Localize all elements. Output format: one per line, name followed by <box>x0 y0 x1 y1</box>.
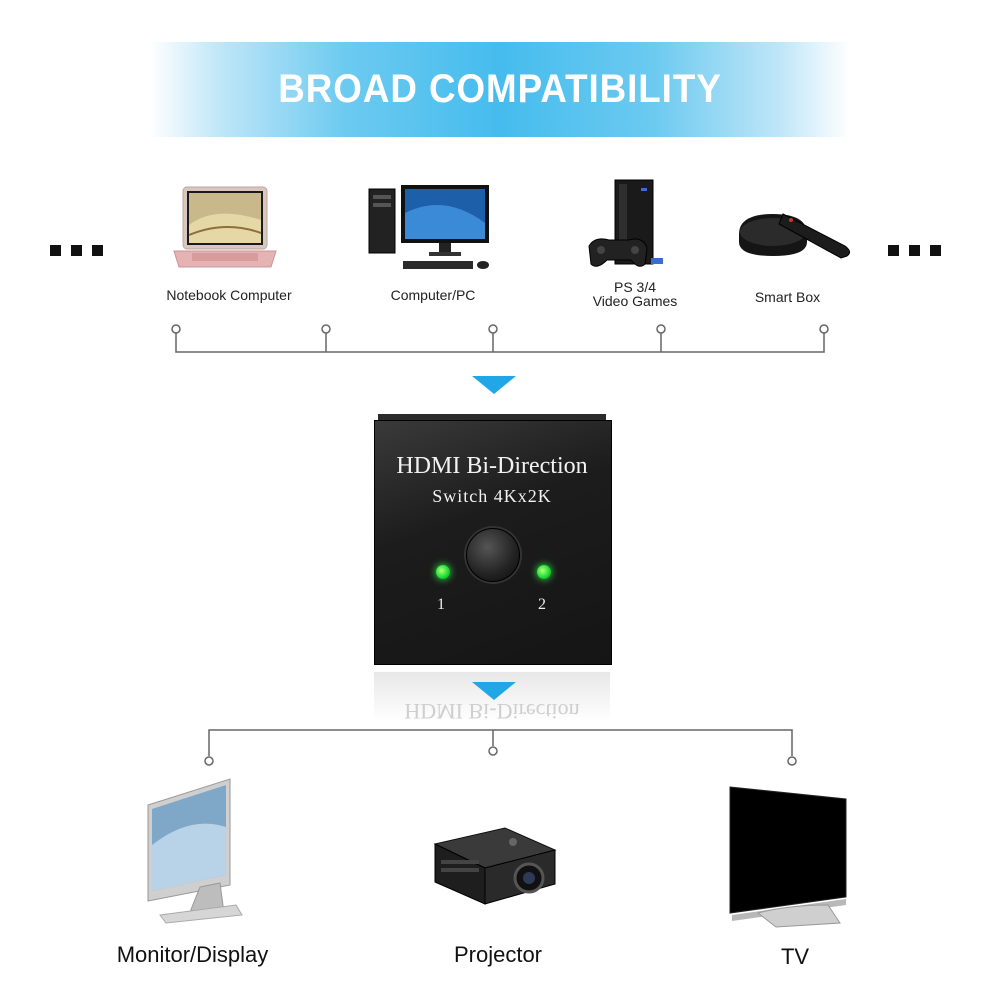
smart-box-icon <box>739 213 851 259</box>
ps-label: PS 3/4 Video Games <box>575 280 695 308</box>
projector-icon <box>433 827 557 905</box>
switch-subtitle: Switch 4Kx2K <box>432 486 552 506</box>
output-connector-lines <box>204 729 797 766</box>
notebook-label: Notebook Computer <box>166 287 292 303</box>
tv-label: TV <box>780 944 810 969</box>
port2-label: 2 <box>538 596 546 613</box>
desktop-computer-icon <box>368 185 489 269</box>
monitor-icon <box>147 778 243 924</box>
ps-label-line2: Video Games <box>592 293 678 309</box>
port1-label: 1 <box>437 596 445 613</box>
input-connector-lines <box>171 324 829 353</box>
smart-box-label: Smart Box <box>754 289 821 305</box>
led-port1-icon <box>436 565 450 579</box>
led-port2-icon <box>537 565 551 579</box>
tv-icon <box>729 786 847 928</box>
banner-title: BROAD COMPATIBILITY <box>278 67 722 111</box>
game-console-icon <box>588 179 663 267</box>
switch-title: HDMI Bi-Direction <box>396 453 588 479</box>
ps-label-line1: PS 3/4 <box>613 279 657 295</box>
title-banner <box>150 42 850 137</box>
more-right-icon <box>888 243 941 261</box>
down-arrow-icon <box>472 682 516 700</box>
projector-label: Projector <box>453 942 543 967</box>
computer-pc-label: Computer/PC <box>390 287 476 303</box>
more-left-icon <box>50 243 103 261</box>
down-arrow-icon <box>472 376 516 394</box>
laptop-icon <box>173 186 277 268</box>
monitor-label: Monitor/Display <box>116 942 269 967</box>
switch-select-button[interactable] <box>466 528 520 582</box>
